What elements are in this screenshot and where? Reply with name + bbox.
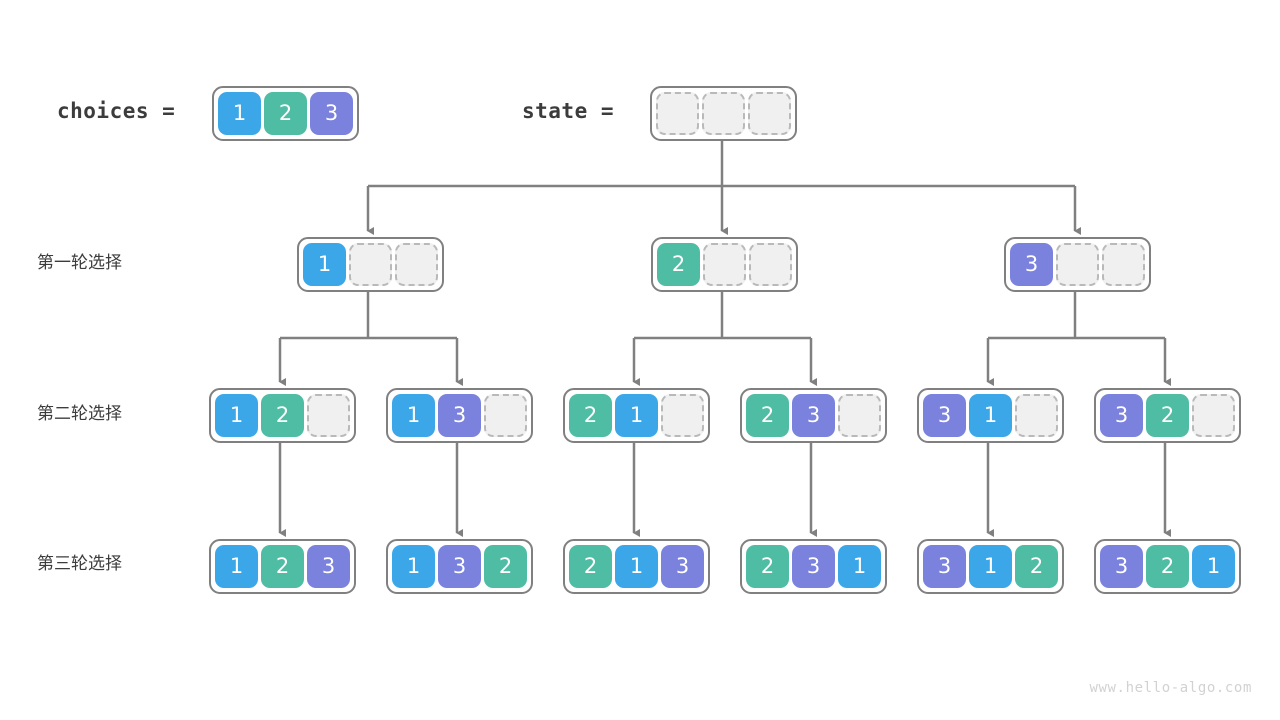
array-cell-value: 3 <box>310 92 353 135</box>
array-cell-empty <box>307 394 350 437</box>
level1-array-3: 3 <box>1004 237 1151 292</box>
array-cell-value: 1 <box>838 545 881 588</box>
array-cell-value: 1 <box>215 545 258 588</box>
array-cell-value: 2 <box>1146 394 1189 437</box>
array-cell-value: 2 <box>484 545 527 588</box>
array-cell-value: 3 <box>661 545 704 588</box>
array-cell-empty <box>656 92 699 135</box>
array-cell-empty <box>1015 394 1058 437</box>
array-cell-value: 2 <box>746 394 789 437</box>
level1-array-1: 1 <box>297 237 444 292</box>
array-cell-value: 3 <box>307 545 350 588</box>
array-cell-value: 1 <box>218 92 261 135</box>
array-cell-value: 3 <box>923 394 966 437</box>
array-cell-value: 1 <box>615 545 658 588</box>
array-cell-value: 1 <box>615 394 658 437</box>
array-cell-value: 2 <box>261 545 304 588</box>
array-cell-value: 3 <box>1010 243 1053 286</box>
array-cell-value: 3 <box>792 394 835 437</box>
array-cell-value: 1 <box>969 394 1012 437</box>
array-cell-value: 2 <box>264 92 307 135</box>
array-cell-value: 3 <box>792 545 835 588</box>
state-label: state = <box>522 99 615 123</box>
level1-array-2: 2 <box>651 237 798 292</box>
array-cell-value: 3 <box>1100 545 1143 588</box>
array-cell-empty <box>749 243 792 286</box>
row-label-2: 第二轮选择 <box>37 404 122 424</box>
choices-label: choices = <box>57 99 176 123</box>
state-array <box>650 86 797 141</box>
array-cell-empty <box>395 243 438 286</box>
watermark: www.hello-algo.com <box>1089 680 1252 696</box>
array-cell-value: 3 <box>438 394 481 437</box>
array-cell-empty <box>1102 243 1145 286</box>
row-label-3: 第三轮选择 <box>37 554 122 574</box>
array-cell-value: 1 <box>1192 545 1235 588</box>
array-cell-empty <box>703 243 746 286</box>
array-cell-value: 2 <box>569 394 612 437</box>
array-cell-value: 3 <box>1100 394 1143 437</box>
array-cell-value: 2 <box>1015 545 1058 588</box>
array-cell-value: 1 <box>969 545 1012 588</box>
array-cell-value: 2 <box>746 545 789 588</box>
array-cell-value: 1 <box>215 394 258 437</box>
array-cell-value: 1 <box>392 545 435 588</box>
array-cell-empty <box>748 92 791 135</box>
array-cell-empty <box>1056 243 1099 286</box>
array-cell-value: 2 <box>261 394 304 437</box>
row-label-1: 第一轮选择 <box>37 253 122 273</box>
array-cell-value: 2 <box>1146 545 1189 588</box>
array-cell-empty <box>838 394 881 437</box>
array-cell-empty <box>484 394 527 437</box>
array-cell-empty <box>1192 394 1235 437</box>
array-cell-value: 1 <box>392 394 435 437</box>
array-cell-value: 3 <box>923 545 966 588</box>
array-cell-empty <box>661 394 704 437</box>
array-cell-value: 1 <box>303 243 346 286</box>
array-cell-value: 2 <box>657 243 700 286</box>
array-cell-empty <box>702 92 745 135</box>
array-cell-value: 2 <box>569 545 612 588</box>
array-cell-value: 3 <box>438 545 481 588</box>
array-cell-empty <box>349 243 392 286</box>
